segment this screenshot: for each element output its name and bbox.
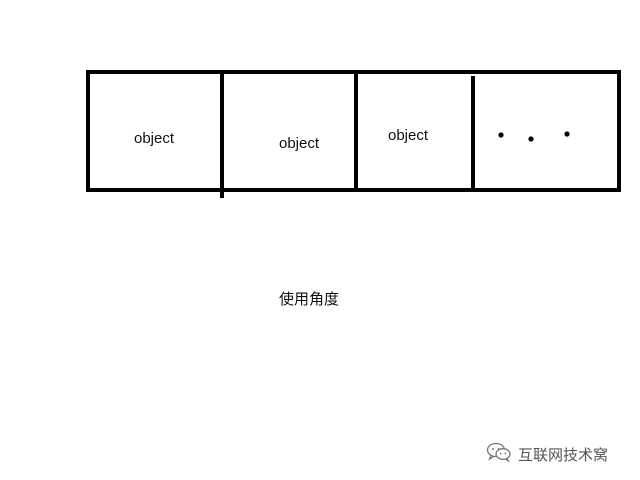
ellipsis-dot xyxy=(564,131,570,137)
watermark: 互联网技术窝 xyxy=(486,442,608,466)
cell-label-3: object xyxy=(388,127,429,144)
watermark-text: 互联网技术窝 xyxy=(518,446,609,464)
ellipsis-dot xyxy=(498,132,504,138)
wechat-icon xyxy=(486,442,512,466)
ellipsis-dot xyxy=(528,136,534,142)
diagram-caption: 使用角度 xyxy=(279,291,340,308)
array-container xyxy=(86,70,621,192)
cell-label-1: object xyxy=(134,130,175,147)
cell-label-2: object xyxy=(279,135,320,152)
